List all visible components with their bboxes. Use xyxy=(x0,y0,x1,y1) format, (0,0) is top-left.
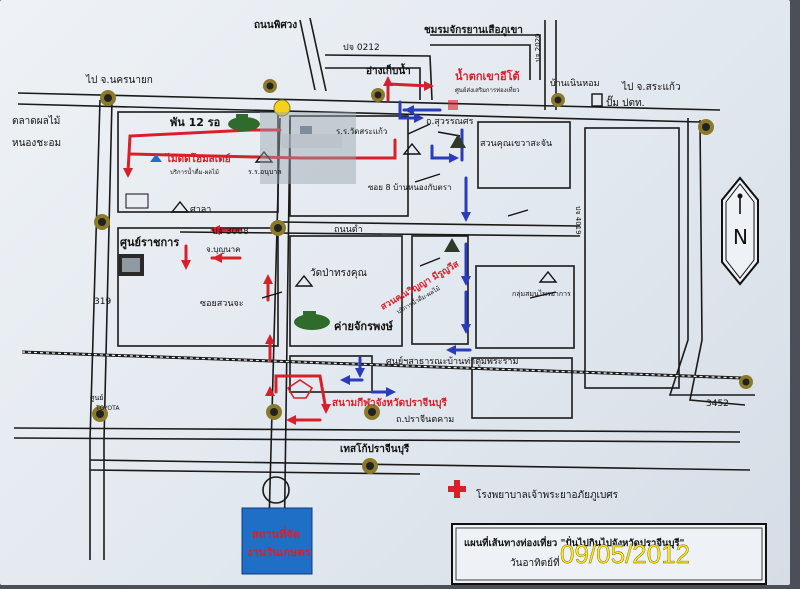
traffic-light-icon xyxy=(263,79,277,93)
tree-icon xyxy=(444,238,460,252)
lab-icon xyxy=(300,126,312,134)
blue-route-arrows xyxy=(340,105,471,397)
label-garden-2: สวนคุณวิญญา มีรูญวีส xyxy=(379,259,462,313)
label-hospital: โรงพยาบาลเจ้าพระยาอภัยภูเบศร xyxy=(476,488,619,501)
government-building-icon xyxy=(118,254,144,276)
venue-label-line2: งานวันเกษตร xyxy=(247,546,311,559)
camera-date-stamp: 09/05/2012 xyxy=(560,539,690,569)
label-regiment: พัน 12 รอ xyxy=(170,116,220,129)
label-ban-noen-hom: บ้านเนินหอม xyxy=(550,78,600,89)
north-compass: N xyxy=(721,176,759,286)
label-soi-suan: ซอยสวนจะ xyxy=(200,299,244,309)
traffic-light-icon xyxy=(362,458,378,474)
traffic-light-icon xyxy=(94,214,110,230)
bus-stop-icon xyxy=(125,193,149,209)
shell-gas-icon xyxy=(448,100,458,110)
label-wat-pa: วัดป่าทรงคุณ xyxy=(310,268,367,279)
blurred-patch xyxy=(260,112,356,184)
label-mai-dat-sub: บริการน้ำดื่ม-ผลไม้ xyxy=(170,166,219,176)
junction-markers xyxy=(92,79,753,474)
label-pj4019: ปจ 4019 xyxy=(574,206,582,235)
label-wat-sa-kaeo: ร.ร.วัดสระแก้ว xyxy=(336,127,387,136)
label-club: ชมรมจักรยานเสือภูเขา xyxy=(424,24,523,37)
map-labels: ถนนพิศวง ชมรมจักรยานเสือภูเขา ปจ 0212 ปจ… xyxy=(12,19,729,501)
label-soi-ban-nong: ซอย 8 บ้านหนองกับตรา xyxy=(368,183,452,192)
gas-station-icon xyxy=(591,93,603,107)
label-3452: 3452 xyxy=(706,399,729,409)
label-park: สวนคุณเขวาสะจัน xyxy=(480,139,552,149)
tank-icon xyxy=(294,311,330,330)
red-route-arrows xyxy=(123,76,434,425)
label-pj0212: ปจ 0212 xyxy=(343,43,380,53)
traffic-light-icon xyxy=(551,93,565,107)
label-coffee-road: ถ.สุวรรณศร xyxy=(426,117,474,127)
label-top-road: ถนนพิศวง xyxy=(254,19,297,31)
label-fruit-market-2: หนองชะอม xyxy=(12,138,61,149)
event-venue: สถานที่จัด งานวันเกษตร xyxy=(241,507,313,575)
label-pj2020: ปจ 2020 xyxy=(534,33,542,62)
label-chor-bunyakhet: จ.บุญนาค xyxy=(206,245,240,254)
yellow-start-marker xyxy=(273,99,291,117)
north-letter: N xyxy=(733,225,748,249)
landmark-icons xyxy=(118,93,603,498)
road-network xyxy=(13,17,755,561)
herb-group-icon xyxy=(538,270,558,283)
label-319: 319 xyxy=(94,297,111,307)
temple-icon xyxy=(294,274,314,287)
label-stadium: สนามกีฬาจังหวัดปราจีนบุรี xyxy=(332,397,447,409)
label-to-sa-kaeo: ไป จ.สระแก้ว xyxy=(621,81,681,93)
label-school-2: ร.ร.อนุบาล xyxy=(248,168,282,176)
railway-line xyxy=(21,350,743,380)
traffic-light-icon xyxy=(266,404,282,420)
tank-icon xyxy=(228,114,260,131)
bicycle-icon xyxy=(150,154,162,162)
label-pracheen-road: ถ.ปราจีนตคาม xyxy=(396,414,454,425)
temple-icon xyxy=(402,142,422,155)
label-waterfall: น้ำตกเขาอีโต้ xyxy=(455,68,520,83)
label-organic: กลุ่มสมุนไพรอาการ xyxy=(512,289,571,298)
legend-title: แผนที่เส้นทางท่องเที่ยว "ปั่นไปกินไปจังห… xyxy=(464,535,685,549)
pointer-arrows xyxy=(261,123,557,299)
traffic-light-icon xyxy=(739,375,753,389)
label-fruit-market-1: ตลาดผลไม้ xyxy=(12,115,60,127)
label-ptt: ปั๊ม ปตท. xyxy=(606,95,645,109)
label-waterfall-sub: ศูนย์ส่งเสริมการท่องเที่ยว xyxy=(455,86,520,94)
school-icon xyxy=(254,150,274,163)
label-thanon-khao: ถนนตำ xyxy=(334,224,363,235)
venue-label-line1: สถานที่จัด xyxy=(252,526,300,541)
label-camp: ค่ายจักรพงษ์ xyxy=(334,320,394,333)
traffic-light-icon xyxy=(698,119,714,135)
hospital-cross-icon xyxy=(448,480,466,498)
label-govt-center: ศูนย์ราชการ xyxy=(120,236,179,250)
traffic-light-icon xyxy=(364,404,380,420)
label-pj3008: ปจ 3008 xyxy=(212,227,249,237)
tree-icon xyxy=(450,134,466,148)
label-sala: ศาลา xyxy=(190,205,211,215)
label-center-pra: ศูนย์ฯสาธารณะบ้านท่าตูมพระราม xyxy=(386,355,518,367)
label-center-2: ศูนย์ xyxy=(90,394,103,402)
label-tesco: เทสโก้ปราจีนบุรี xyxy=(340,442,410,455)
label-toyota: TOYOTA xyxy=(95,405,120,412)
traffic-light-icon xyxy=(92,406,108,422)
stadium-icon xyxy=(286,379,314,399)
legend-box: แผนที่เส้นทางท่องเที่ยว "ปั่นไปกินไปจังห… xyxy=(451,523,767,585)
sala-icon xyxy=(170,200,190,213)
label-mai-dat: ไม้ดัดโฮมสเตย์ xyxy=(165,152,231,165)
traffic-light-icon xyxy=(371,88,385,102)
traffic-light-icon xyxy=(270,220,286,236)
label-reservoir: อ่างเก็บน้ำ xyxy=(366,63,411,77)
label-to-nakhon-nayok: ไป จ.นครนายก xyxy=(85,74,153,86)
traffic-light-icon xyxy=(100,90,116,106)
legend-date-label: วันอาทิตย์ที่ xyxy=(510,555,560,569)
